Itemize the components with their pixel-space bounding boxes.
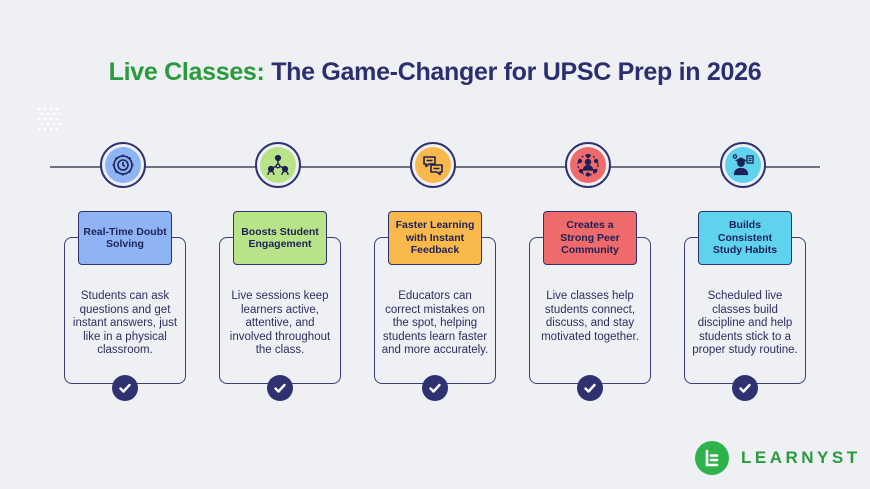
feature-column-4: Creates a Strong Peer Community Live cla… xyxy=(529,0,651,489)
feature-label: Creates a Strong Peer Community xyxy=(543,211,637,265)
feature-description: Live classes help students connect, disc… xyxy=(541,290,639,343)
learnyst-logo-icon xyxy=(695,441,729,475)
team-network-icon xyxy=(260,147,296,183)
dot-pattern-decoration xyxy=(37,107,62,131)
icon-circle xyxy=(720,142,766,188)
feature-column-1: Real-Time Doubt Solving Students can ask… xyxy=(64,0,186,489)
feature-column-3: Faster Learning with Instant Feedback Ed… xyxy=(374,0,496,489)
feature-label: Builds Consistent Study Habits xyxy=(698,211,792,265)
feature-column-2: Boosts Student Engagement Live sessions … xyxy=(219,0,341,489)
community-icon xyxy=(570,147,606,183)
feature-column-5: Builds Consistent Study Habits Scheduled… xyxy=(684,0,806,489)
check-icon xyxy=(577,375,603,401)
feature-description: Students can ask questions and get insta… xyxy=(72,290,178,356)
check-icon xyxy=(422,375,448,401)
check-icon xyxy=(267,375,293,401)
brand-logo: LEARNYST xyxy=(695,440,861,476)
feature-description: Live sessions keep learners active, atte… xyxy=(229,290,331,356)
feature-label: Boosts Student Engagement xyxy=(233,211,327,265)
feature-description: Scheduled live classes build discipline … xyxy=(692,290,798,356)
icon-circle xyxy=(410,142,456,188)
title-rest: The Game-Changer for UPSC Prep in 2026 xyxy=(264,58,762,86)
feature-label: Real-Time Doubt Solving xyxy=(78,211,172,265)
chat-bubbles-icon xyxy=(415,147,451,183)
icon-circle xyxy=(255,142,301,188)
student-study-icon xyxy=(725,147,761,183)
brand-name: LEARNYST xyxy=(741,448,861,467)
check-icon xyxy=(732,375,758,401)
feature-label: Faster Learning with Instant Feedback xyxy=(388,211,482,265)
page-title: Live Classes: The Game-Changer for UPSC … xyxy=(0,58,870,87)
clock-gear-icon xyxy=(105,147,141,183)
icon-circle xyxy=(100,142,146,188)
check-icon xyxy=(112,375,138,401)
icon-circle xyxy=(565,142,611,188)
title-accent: Live Classes: xyxy=(108,58,265,86)
feature-description: Educators can correct mistakes on the sp… xyxy=(381,290,489,356)
